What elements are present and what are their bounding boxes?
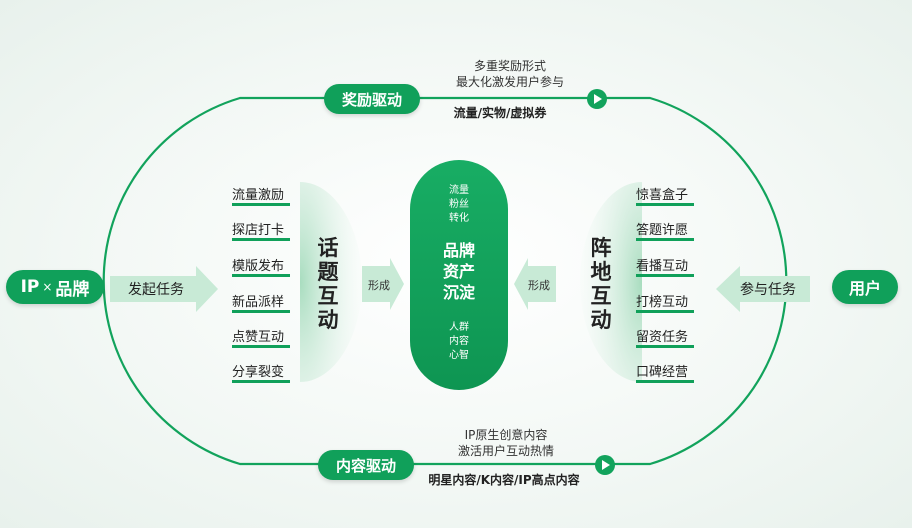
content-note-line1: IP原生创意内容 — [464, 428, 548, 442]
item-underline — [232, 203, 290, 206]
list-item: 惊喜盒子 — [636, 188, 689, 203]
list-item: 点赞互动 — [232, 330, 285, 345]
content-note-line2: 激活用户互动热情 — [457, 444, 554, 458]
left-form-label: 形成 — [368, 279, 390, 292]
reward-driven-badge: 奖励驱动 — [324, 84, 420, 114]
times-symbol: × — [42, 280, 53, 294]
center-top-3: 转化 — [449, 213, 469, 224]
content-driven-label: 内容驱动 — [335, 456, 396, 475]
list-item: 流量激励 — [232, 188, 285, 203]
launch-task-label: 发起任务 — [128, 282, 184, 298]
item-underline — [636, 345, 694, 348]
join-task-label: 参与任务 — [740, 282, 796, 298]
ip-label: IP — [20, 277, 40, 297]
brand-label: 品牌 — [55, 279, 90, 300]
center-main-2: 资产 — [442, 262, 475, 281]
item-underline — [636, 274, 694, 277]
list-item: 探店打卡 — [232, 223, 285, 238]
left-form-arrow — [362, 258, 404, 310]
topic-interaction-label: 话题互动 — [317, 236, 339, 332]
reward-driven-label: 奖励驱动 — [341, 90, 402, 109]
left-half-disc — [300, 182, 362, 382]
list-item: 分享裂变 — [232, 365, 285, 380]
item-underline — [232, 345, 290, 348]
user-label: 用户 — [848, 279, 881, 298]
item-underline — [232, 380, 290, 383]
item-underline — [636, 203, 694, 206]
item-underline — [232, 274, 290, 277]
list-item: 答题许愿 — [636, 223, 689, 238]
center-main-1: 品牌 — [442, 241, 475, 260]
center-top-2: 粉丝 — [449, 199, 469, 210]
content-notes: IP原生创意内容 激活用户互动热情 — [416, 427, 596, 459]
content-driven-badge: 内容驱动 — [318, 450, 414, 480]
right-half-disc — [580, 182, 642, 382]
center-main-3: 沉淀 — [442, 283, 475, 302]
center-bottom-2: 内容 — [449, 336, 469, 347]
list-item: 口碑经营 — [636, 365, 689, 380]
play-icon — [594, 454, 616, 476]
loop-track — [102, 96, 788, 466]
reward-note-line1: 多重奖励形式 — [473, 59, 546, 73]
reward-types: 流量/实物/虚拟券 — [453, 106, 547, 120]
center-bottom-1: 人群 — [449, 322, 469, 333]
item-underline — [636, 310, 694, 313]
left-action-arrow — [110, 266, 218, 312]
item-underline — [636, 380, 694, 383]
content-types: 明星内容/K内容/IP高点内容 — [428, 473, 580, 487]
list-item: 看播互动 — [636, 259, 689, 274]
list-item: 打榜互动 — [636, 295, 689, 310]
list-item: 模版发布 — [232, 259, 285, 274]
reward-note-line2: 最大化激发用户参与 — [455, 75, 564, 89]
right-form-label: 形成 — [528, 279, 550, 292]
right-action-arrow — [716, 266, 810, 312]
position-interaction-label: 阵地互动 — [590, 236, 612, 332]
center-top-1: 流量 — [449, 185, 469, 196]
list-item: 留资任务 — [636, 330, 689, 345]
item-underline — [636, 238, 694, 241]
list-item: 新品派样 — [232, 295, 285, 310]
item-underline — [232, 238, 290, 241]
ip-brand-node: IP × 品牌 — [6, 270, 104, 304]
brand-asset-pillar: 流量 粉丝 转化 品牌 资产 沉淀 人群 内容 心智 — [410, 160, 508, 390]
play-icon — [586, 88, 608, 110]
user-node: 用户 — [832, 270, 898, 304]
item-underline — [232, 310, 290, 313]
right-form-arrow — [514, 258, 556, 310]
reward-notes: 多重奖励形式 最大化激发用户参与 — [420, 58, 600, 90]
center-bottom-3: 心智 — [449, 350, 469, 361]
